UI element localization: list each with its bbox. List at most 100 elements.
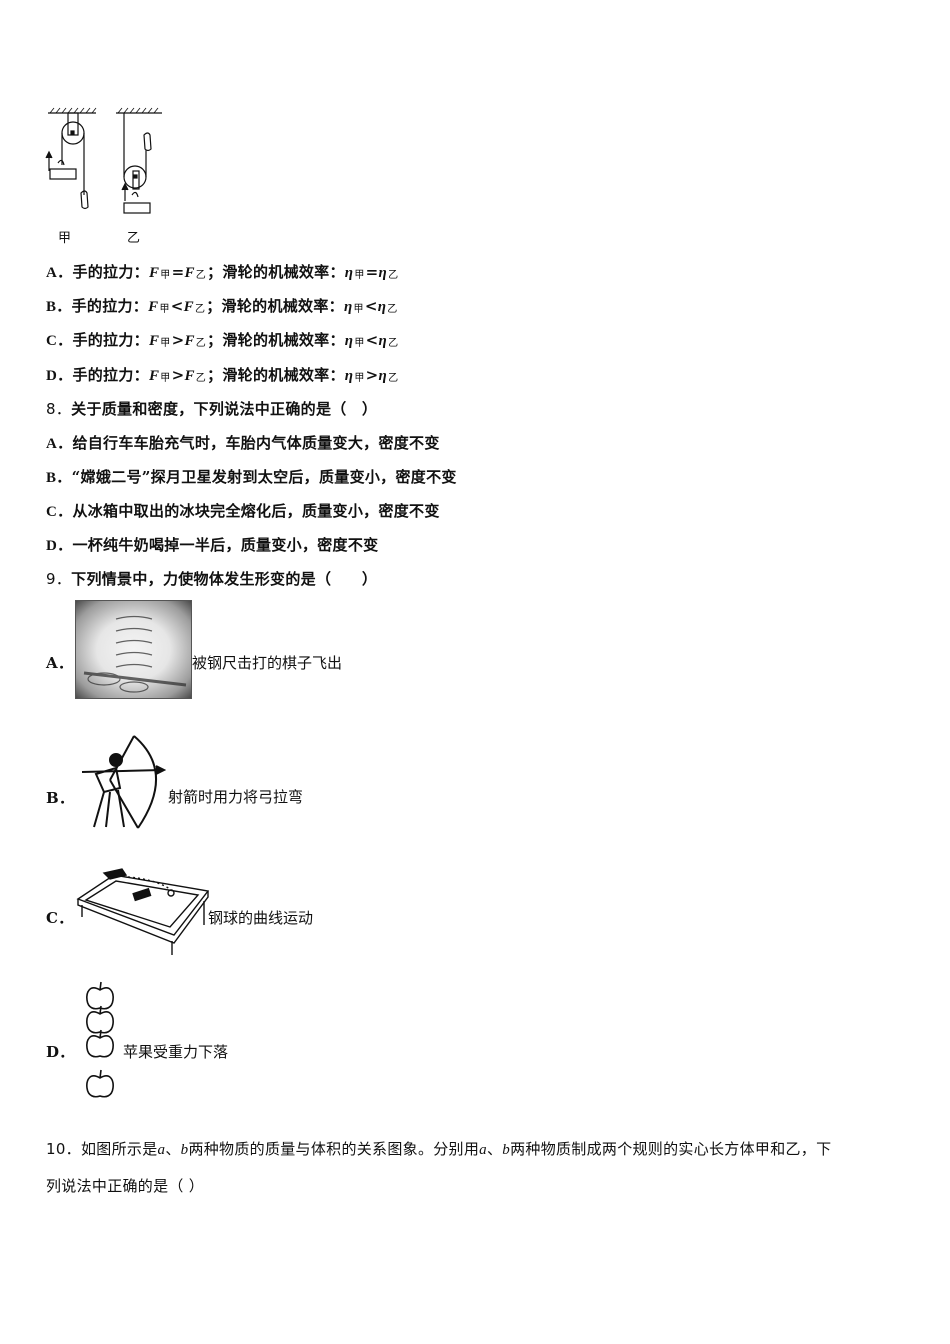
operator: =: [365, 263, 379, 281]
option-text: 一杯纯牛奶喝掉一半后，质量变小，密度不变: [72, 536, 379, 554]
subscript: 乙: [195, 373, 207, 384]
pulley-diagram-icon: [45, 107, 162, 214]
subscript: 甲: [353, 304, 364, 315]
q10-stem-line1: 10．如图所示是a、b两种物质的质量与体积的关系图象。分别用a、b两种物质制成两…: [46, 1138, 831, 1159]
q9-option-d-letter[interactable]: D．: [46, 1043, 75, 1061]
subscript: 乙: [388, 270, 399, 281]
subscript: 乙: [195, 338, 207, 349]
option-letter: D．: [46, 538, 73, 554]
option-prefix: 手的拉力：: [71, 297, 149, 315]
option-mid: ；滑轮的机械效率：: [207, 366, 345, 384]
efficiency-symbol: η: [344, 265, 354, 281]
q7-option-b[interactable]: B．手的拉力：F甲<F乙；滑轮的机械效率：η甲<η乙: [46, 295, 399, 316]
stem-text: 两种物质的质量与体积的关系图象。分别用: [188, 1140, 480, 1158]
archer-figure: [76, 732, 167, 832]
table-ball-icon: [76, 868, 210, 955]
q9-option-a-letter[interactable]: A．: [46, 654, 74, 672]
subscript: 甲: [354, 373, 365, 384]
force-symbol: F: [184, 265, 195, 281]
q8-option-b[interactable]: B．“嫦娥二号”探月卫星发射到太空后，质量变小，密度不变: [46, 466, 457, 487]
question-number: 8．: [46, 400, 72, 418]
subscript: 甲: [160, 338, 171, 349]
subscript: 乙: [195, 270, 207, 281]
force-symbol: F: [183, 299, 194, 315]
q9-option-c-letter[interactable]: C．: [46, 909, 74, 927]
option-letter: B．: [46, 299, 72, 315]
operator: >: [171, 366, 185, 384]
separator: 、: [165, 1140, 181, 1158]
option-letter: C．: [46, 504, 73, 520]
stem-text: 如图所示是: [81, 1140, 158, 1158]
operator: <: [364, 297, 378, 315]
operator: <: [365, 331, 379, 349]
question-number: 10．: [46, 1140, 81, 1158]
option-text: 从冰箱中取出的冰块完全熔化后，质量变小，密度不变: [72, 502, 440, 520]
table-figure: [74, 865, 210, 955]
operator: =: [171, 263, 185, 281]
operator: <: [170, 297, 184, 315]
question-number: 9．: [46, 570, 72, 588]
subscript: 甲: [159, 304, 170, 315]
figure-label-jia: 甲: [58, 231, 72, 246]
q7-option-d[interactable]: D．手的拉力：F甲>F乙；滑轮的机械效率：η甲>η乙: [46, 364, 399, 385]
option-letter: B．: [46, 470, 72, 486]
q9-option-b-caption: 射箭时用力将弓拉弯: [168, 788, 304, 806]
q9-option-b-letter[interactable]: B．: [46, 789, 75, 807]
option-prefix: 手的拉力：: [72, 263, 149, 281]
force-symbol: F: [148, 333, 160, 349]
stem-text: 两种物质制成两个规则的实心长方体甲和乙，下: [510, 1140, 832, 1158]
question-stem: 关于质量和密度，下列说法中正确的是（ ）: [71, 400, 378, 418]
option-letter: A．: [46, 265, 73, 281]
variable-a: a: [157, 1142, 166, 1158]
chess-stack-icon: [83, 615, 187, 693]
force-symbol: F: [184, 333, 195, 349]
efficiency-symbol: η: [378, 333, 388, 349]
q9-option-c-caption: 钢球的曲线运动: [208, 909, 314, 927]
efficiency-symbol: η: [344, 333, 354, 349]
subscript: 甲: [354, 338, 365, 349]
efficiency-symbol: η: [344, 368, 354, 384]
option-letter: D．: [46, 368, 73, 384]
subscript: 乙: [387, 304, 398, 315]
q9-option-d-caption: 苹果受重力下落: [123, 1043, 229, 1061]
separator: 、: [486, 1140, 503, 1158]
subscript: 甲: [160, 270, 171, 281]
efficiency-symbol: η: [343, 299, 353, 315]
option-mid: ；滑轮的机械效率：: [207, 263, 345, 281]
force-symbol: F: [184, 368, 195, 384]
figure-label-yi: 乙: [127, 231, 141, 246]
q8-option-a[interactable]: A．给自行车车胎充气时，车胎内气体质量变大，密度不变: [46, 432, 440, 453]
q7-option-c[interactable]: C．手的拉力：F甲>F乙；滑轮的机械效率：η甲<η乙: [46, 329, 399, 350]
question-stem: 下列情景中，力使物体发生形变的是（ ）: [71, 570, 378, 588]
subscript: 甲: [160, 373, 171, 384]
operator: >: [171, 331, 185, 349]
variable-a: a: [479, 1142, 487, 1158]
efficiency-symbol: η: [377, 299, 387, 315]
q9-stem: 9．下列情景中，力使物体发生形变的是（ ）: [46, 568, 377, 589]
subscript: 甲: [354, 270, 365, 281]
option-mid: ；滑轮的机械效率：: [207, 331, 345, 349]
option-prefix: 手的拉力：: [72, 366, 149, 384]
pulley-figure: [44, 105, 164, 245]
q8-stem: 8．关于质量和密度，下列说法中正确的是（ ）: [46, 398, 377, 419]
subscript: 乙: [388, 373, 399, 384]
option-letter: A．: [46, 436, 73, 452]
apple-icon: [86, 981, 114, 1098]
q10-stem-line2: 列说法中正确的是（ ）: [46, 1177, 205, 1195]
efficiency-symbol: η: [378, 265, 388, 281]
efficiency-symbol: η: [378, 368, 388, 384]
q9-option-a-caption: 被钢尺击打的棋子飞出: [192, 654, 343, 672]
bow-and-arrow-icon: [81, 735, 167, 829]
variable-b: b: [502, 1142, 511, 1158]
variable-b: b: [180, 1142, 189, 1158]
option-text: “嫦娥二号”探月卫星发射到太空后，质量变小，密度不变: [71, 468, 457, 486]
q7-option-a[interactable]: A．手的拉力：F甲=F乙；滑轮的机械效率：η甲=η乙: [46, 261, 399, 282]
option-text: 给自行车车胎充气时，车胎内气体质量变大，密度不变: [72, 434, 440, 452]
option-prefix: 手的拉力：: [72, 331, 149, 349]
force-symbol: F: [148, 265, 160, 281]
q8-option-d[interactable]: D．一杯纯牛奶喝掉一半后，质量变小，密度不变: [46, 534, 378, 555]
force-symbol: F: [148, 368, 160, 384]
apples-figure: [84, 978, 116, 1098]
q8-option-c[interactable]: C．从冰箱中取出的冰块完全熔化后，质量变小，密度不变: [46, 500, 440, 521]
subscript: 乙: [194, 304, 206, 315]
